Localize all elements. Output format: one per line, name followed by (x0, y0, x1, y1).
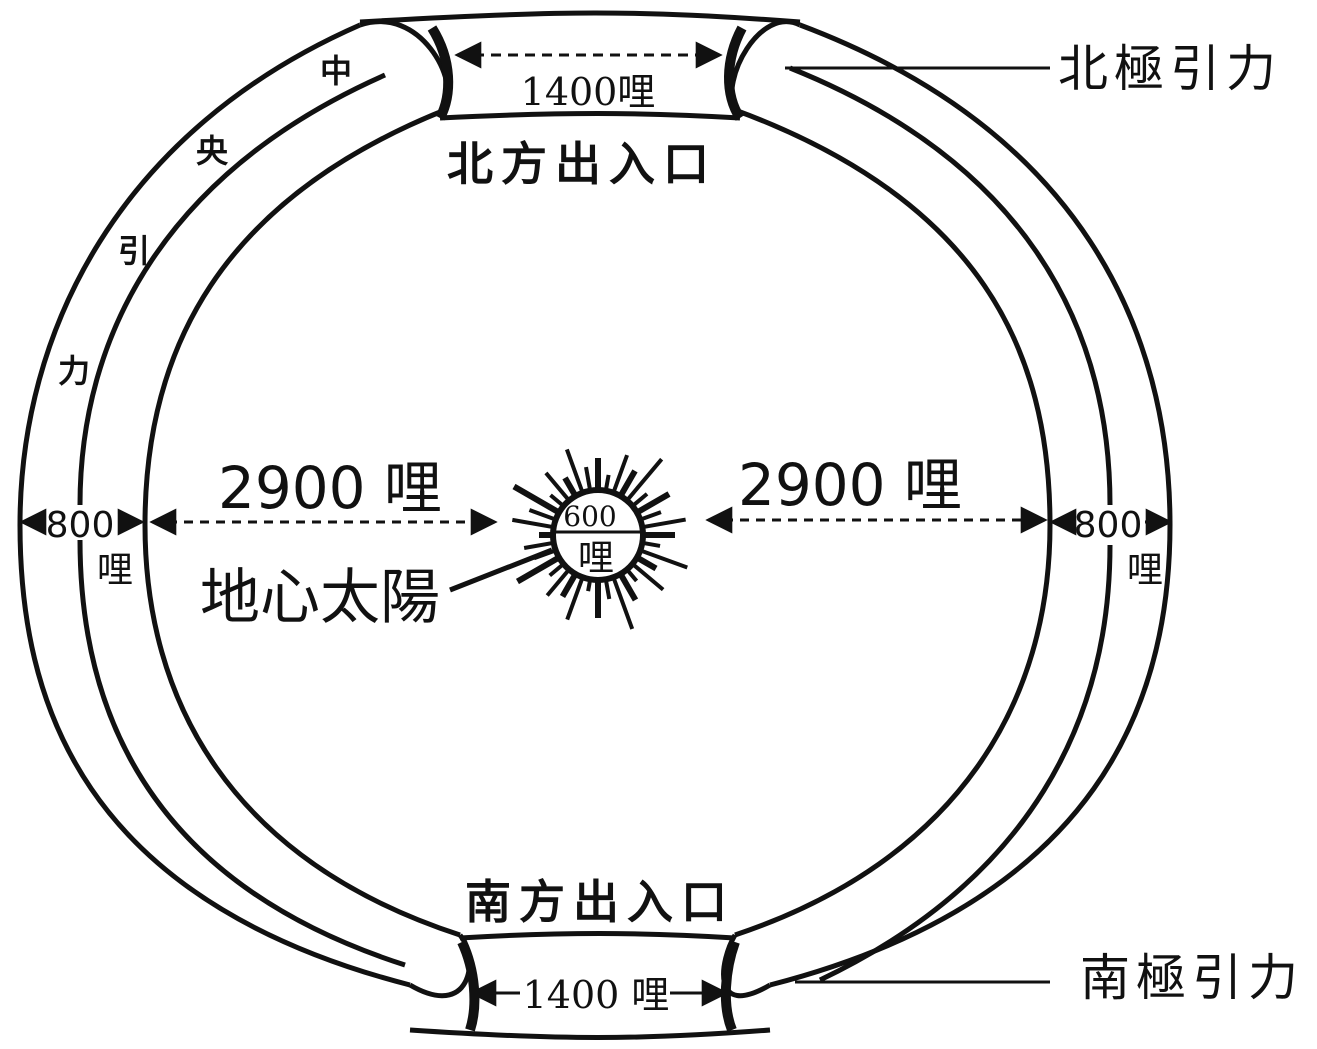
north-exit-bottom (439, 111, 741, 121)
sun-ray (565, 573, 586, 621)
inner-sun-core (550, 487, 646, 583)
left-shell-number: 800 (46, 505, 115, 546)
north-exit-label: 北方出入口 (447, 137, 717, 191)
sun-ray (628, 560, 665, 592)
north-exit-left-wall (427, 25, 454, 121)
central-gravity-char-1: 中 (320, 52, 352, 90)
sun-ray (511, 517, 557, 530)
right-central-line (789, 65, 1113, 983)
left-distance-label: 2900 哩 (218, 454, 442, 522)
north-exit-top (359, 10, 801, 25)
central-gravity-char-3: 引 (118, 232, 150, 270)
sun-ray (623, 457, 664, 505)
right-shell-number: 800 (1074, 505, 1143, 546)
south-exit-right-wall (720, 940, 740, 1032)
north-gravity-label: 北極引力 (1058, 40, 1282, 98)
sun-ray (564, 448, 586, 497)
right-distance-label: 2900 哩 (738, 451, 962, 519)
sun-ray (639, 517, 686, 530)
sun-ray (610, 454, 629, 497)
central-gravity-char-4: 力 (58, 352, 90, 390)
inner-sun-leader (449, 547, 553, 593)
sun-ray (632, 491, 671, 517)
central-gravity-char-2: 央 (196, 132, 229, 170)
south-gravity-label: 南極引力 (1080, 949, 1304, 1007)
sun-ray (544, 471, 573, 505)
left-shell-inner (142, 107, 461, 938)
sun-ray (515, 553, 564, 585)
inner-sun (511, 448, 688, 630)
inner-sun-label: 地心太陽 (200, 563, 440, 633)
right-shell-unit: 哩 (1127, 550, 1163, 591)
south-exit-top (459, 931, 736, 941)
left-central-line (77, 72, 406, 968)
north-exit-right-wall (724, 25, 747, 121)
left-shell-unit: 哩 (97, 550, 133, 591)
sun-ray (545, 565, 573, 597)
south-exit-label: 南方出入口 (465, 875, 735, 929)
sun-ray (512, 483, 564, 517)
south-exit-bottom (409, 1027, 771, 1040)
sun-size-number: 600 (563, 500, 616, 533)
sun-size-unit: 哩 (578, 538, 614, 579)
sun-ray (610, 573, 635, 630)
right-shell-inner (734, 107, 1053, 938)
north-opening-label: 1400哩 (521, 70, 656, 114)
south-opening-label: 1400 哩 (523, 973, 670, 1017)
sun-ray (636, 547, 688, 570)
